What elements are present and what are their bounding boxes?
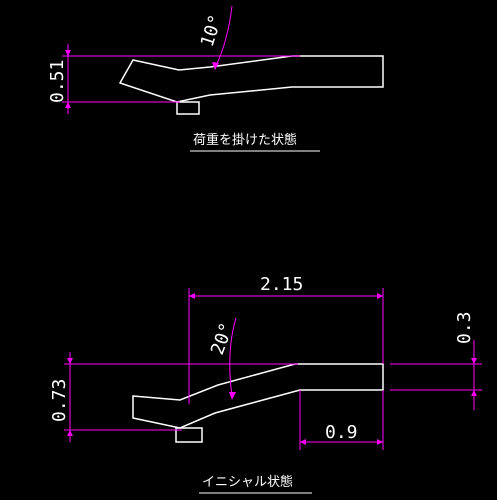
- initial-state-view: 2.15 0.3 0.73 20°: [49, 274, 482, 494]
- initial-length-dimension: [188, 288, 384, 404]
- initial-tip-label: 0.9: [325, 422, 358, 443]
- loaded-state-view: 0.51 10° 荷重を掛けた状態: [47, 5, 384, 152]
- loaded-state-caption: 荷重を掛けた状態: [193, 132, 297, 148]
- initial-height-dimension: [64, 352, 298, 442]
- loaded-support-block: [176, 101, 200, 115]
- loaded-height-label: 0.51: [47, 60, 68, 103]
- initial-length-label: 2.15: [260, 274, 303, 295]
- initial-thickness-dimension: [390, 340, 482, 410]
- loaded-spring-outline: [118, 55, 384, 103]
- initial-support-block: [175, 427, 203, 443]
- initial-thickness-label: 0.3: [454, 311, 475, 344]
- initial-tip-dimension: [299, 390, 384, 450]
- initial-height-label: 0.73: [49, 379, 70, 422]
- initial-state-caption: イニシャル状態: [202, 474, 293, 490]
- loaded-angle-label: 10°: [197, 12, 227, 49]
- initial-angle-dimension: [229, 317, 237, 400]
- initial-spring-outline: [132, 363, 384, 429]
- loaded-angle-dimension: [212, 5, 233, 70]
- initial-angle-label: 20°: [207, 320, 238, 358]
- loaded-height-dimension: [62, 44, 300, 114]
